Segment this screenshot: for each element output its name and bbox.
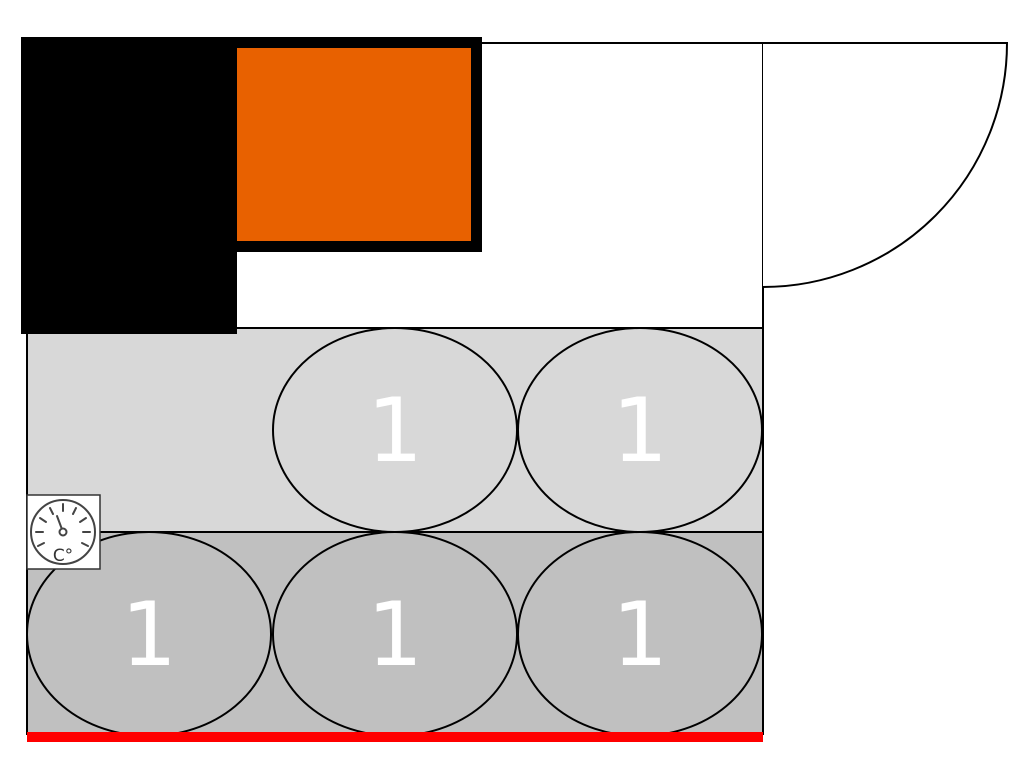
slot-upper-2[interactable]: 1 (517, 327, 763, 533)
slot-upper-1[interactable]: 1 (272, 327, 518, 533)
door-swing-icon (762, 42, 1009, 288)
slot-label: 1 (612, 583, 668, 686)
slot-lower-2[interactable]: 1 (272, 531, 518, 737)
slot-label: 1 (367, 379, 423, 482)
heater-box (237, 48, 471, 241)
thermometer-icon[interactable]: C° (26, 494, 101, 570)
thermometer-label: C° (53, 546, 73, 566)
slot-lower-3[interactable]: 1 (517, 531, 763, 737)
slot-label: 1 (612, 379, 668, 482)
slot-label: 1 (367, 583, 423, 686)
slot-label: 1 (121, 583, 177, 686)
edge-bar (27, 732, 763, 742)
